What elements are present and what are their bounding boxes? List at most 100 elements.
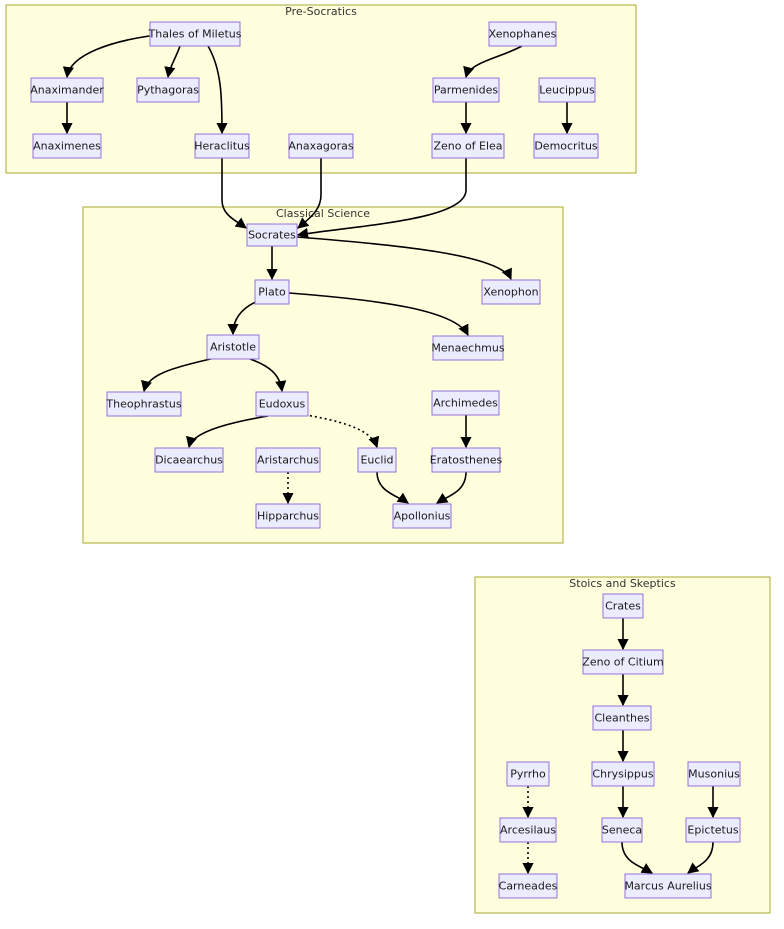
node-archimedes[interactable]: Archimedes bbox=[431, 390, 500, 416]
node-menaechmus[interactable]: Menaechmus bbox=[431, 335, 505, 361]
node-label: Pyrrho bbox=[510, 768, 546, 781]
node-box bbox=[624, 873, 712, 899]
node-label: Xenophanes bbox=[489, 28, 557, 41]
node-label: Crates bbox=[605, 600, 641, 613]
node-leucippus[interactable]: Leucippus bbox=[538, 77, 596, 103]
node-parmenides[interactable]: Parmenides bbox=[432, 77, 500, 103]
cluster-title: Classical Science bbox=[276, 207, 370, 220]
node-apollonius[interactable]: Apollonius bbox=[392, 503, 452, 529]
node-label: Seneca bbox=[602, 824, 642, 837]
node-label: Leucippus bbox=[539, 84, 595, 97]
node-box bbox=[246, 223, 298, 247]
node-label: Aristarchus bbox=[257, 454, 319, 467]
node-anaximander[interactable]: Anaximander bbox=[30, 77, 104, 103]
node-theophrastus[interactable]: Theophrastus bbox=[105, 391, 182, 417]
node-box bbox=[687, 761, 741, 787]
node-heraclitus[interactable]: Heraclitus bbox=[194, 133, 250, 159]
node-label: Eratosthenes bbox=[430, 454, 503, 467]
edges-layer bbox=[61, 33, 719, 875]
node-box bbox=[592, 705, 652, 731]
node-box bbox=[601, 817, 643, 843]
node-box bbox=[106, 391, 182, 417]
node-box bbox=[533, 133, 599, 159]
node-arcesilaus[interactable]: Arcesilaus bbox=[499, 817, 557, 843]
node-label: Hipparchus bbox=[257, 510, 319, 523]
node-euclid[interactable]: Euclid bbox=[357, 447, 397, 473]
node-chrysippus[interactable]: Chrysippus bbox=[591, 761, 655, 787]
node-box bbox=[488, 21, 557, 47]
node-marcus[interactable]: Marcus Aurelius bbox=[624, 873, 712, 899]
node-eudoxus[interactable]: Eudoxus bbox=[255, 391, 309, 417]
node-xenophon[interactable]: Xenophon bbox=[481, 279, 541, 305]
node-pyrrho[interactable]: Pyrrho bbox=[506, 761, 550, 787]
node-label: Theophrastus bbox=[105, 398, 181, 411]
cluster-title: Stoics and Skeptics bbox=[569, 577, 676, 590]
node-aristarchus[interactable]: Aristarchus bbox=[255, 447, 321, 473]
node-xenophanes[interactable]: Xenophanes bbox=[488, 21, 557, 47]
edge-xenophanes-to-parmenides bbox=[463, 45, 523, 79]
node-eratosthenes[interactable]: Eratosthenes bbox=[430, 447, 503, 473]
node-box bbox=[431, 133, 505, 159]
node-thales[interactable]: Thales of Miletus bbox=[148, 21, 242, 47]
edge-eudoxus-to-dicaearchus bbox=[186, 415, 269, 449]
node-box bbox=[591, 761, 655, 787]
node-box bbox=[431, 390, 500, 416]
node-pythagoras[interactable]: Pythagoras bbox=[136, 77, 200, 103]
node-socrates[interactable]: Socrates bbox=[246, 223, 298, 247]
node-label: Democritus bbox=[534, 140, 598, 153]
edge-anaxagoras-to-socrates bbox=[297, 158, 322, 229]
cluster-classical: Classical Science bbox=[82, 206, 564, 544]
node-label: Anaxagoras bbox=[288, 140, 353, 153]
edge-thales-to-heraclitus bbox=[207, 45, 228, 135]
node-label: Anaximenes bbox=[33, 140, 101, 153]
node-box bbox=[30, 77, 104, 103]
node-label: Musonius bbox=[688, 768, 740, 781]
node-epictetus[interactable]: Epictetus bbox=[685, 817, 741, 843]
node-box bbox=[206, 334, 260, 360]
node-label: Plato bbox=[258, 286, 286, 299]
node-label: Thales of Miletus bbox=[148, 28, 242, 41]
edge-thales-to-anaximander bbox=[62, 33, 166, 79]
node-box bbox=[288, 133, 354, 159]
edge-epictetus-to-marcus bbox=[687, 841, 714, 874]
node-label: Epictetus bbox=[687, 824, 738, 837]
node-box bbox=[499, 817, 557, 843]
node-democritus[interactable]: Democritus bbox=[533, 133, 599, 159]
node-box bbox=[194, 133, 250, 159]
edge-heraclitus-to-socrates bbox=[221, 158, 247, 229]
edge-socrates-to-xenophon bbox=[296, 236, 512, 281]
node-box bbox=[392, 503, 452, 529]
node-zeno_citium[interactable]: Zeno of Citium bbox=[582, 649, 664, 675]
edge-aristotle-to-eudoxus bbox=[249, 358, 287, 393]
node-seneca[interactable]: Seneca bbox=[601, 817, 643, 843]
node-dicaearchus[interactable]: Dicaearchus bbox=[154, 447, 224, 473]
node-carneades[interactable]: Carneades bbox=[498, 873, 558, 899]
node-box bbox=[431, 447, 501, 473]
edge-seneca-to-marcus bbox=[621, 841, 653, 874]
node-box bbox=[481, 279, 541, 305]
cluster-title: Pre-Socratics bbox=[285, 5, 357, 18]
node-zeno_elea[interactable]: Zeno of Elea bbox=[431, 133, 505, 159]
node-hipparchus[interactable]: Hipparchus bbox=[255, 503, 321, 529]
node-box bbox=[149, 21, 241, 47]
edge-zeno_elea-to-socrates bbox=[296, 158, 467, 239]
node-musonius[interactable]: Musonius bbox=[687, 761, 741, 787]
node-label: Chrysippus bbox=[592, 768, 653, 781]
node-label: Aristotle bbox=[210, 341, 256, 354]
node-anaxagoras[interactable]: Anaxagoras bbox=[288, 133, 354, 159]
node-box bbox=[506, 761, 550, 787]
node-crates[interactable]: Crates bbox=[602, 593, 644, 619]
node-label: Apollonius bbox=[394, 510, 451, 523]
cluster-box bbox=[82, 206, 564, 544]
node-label: Archimedes bbox=[433, 397, 498, 410]
node-cleanthes[interactable]: Cleanthes bbox=[592, 705, 652, 731]
node-box bbox=[255, 447, 321, 473]
node-anaximenes[interactable]: Anaximenes bbox=[32, 133, 102, 159]
node-box bbox=[254, 279, 290, 305]
node-label: Zeno of Elea bbox=[433, 140, 502, 153]
node-aristotle[interactable]: Aristotle bbox=[206, 334, 260, 360]
node-plato[interactable]: Plato bbox=[254, 279, 290, 305]
node-box bbox=[602, 593, 644, 619]
